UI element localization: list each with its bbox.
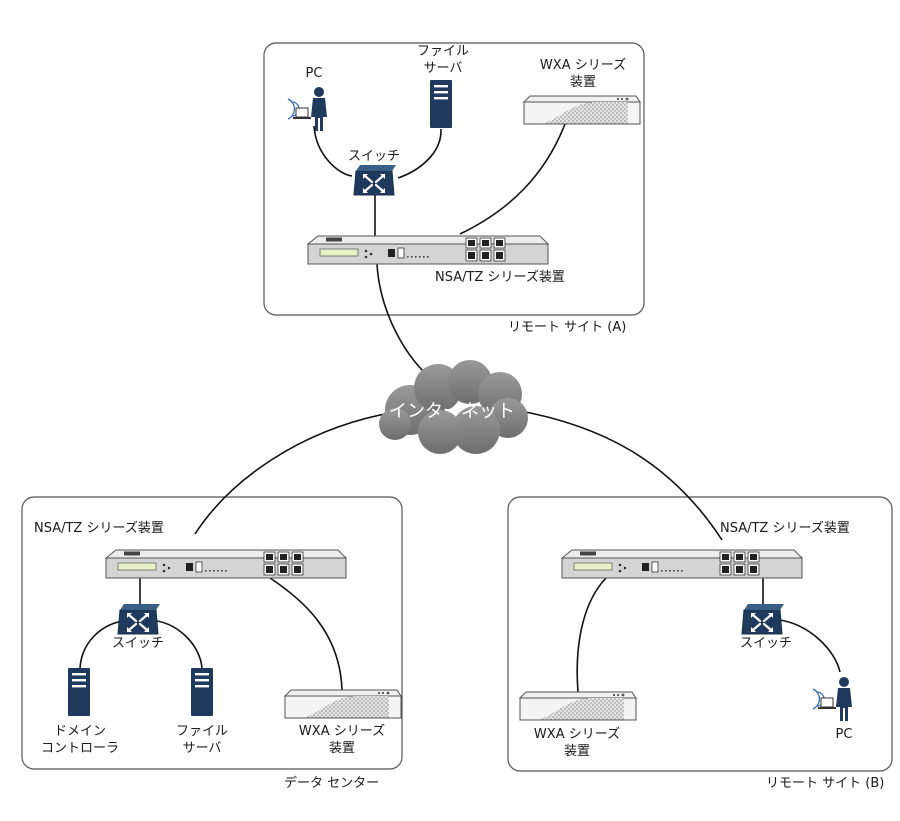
site-b-wxa-label-2: 装置 <box>563 744 591 759</box>
dc-file-server-label-1: ファイル <box>175 724 229 739</box>
site-b-switch-icon <box>740 602 786 636</box>
site-b-box <box>507 496 893 772</box>
site-a-wxa-label-1: WXA シリーズ <box>539 58 627 73</box>
site-b-nsa-appliance-icon <box>561 549 803 579</box>
site-a-nsa-appliance-icon <box>307 235 549 265</box>
dc-nsa-appliance-icon <box>105 549 347 579</box>
site-a-caption: リモート サイト (A) <box>508 320 627 335</box>
link-a-pc-switch <box>313 125 353 177</box>
dc-nsa-label: NSA/TZ シリーズ装置 <box>34 521 164 536</box>
dc-wxa-label-2: 装置 <box>328 741 356 756</box>
site-a-wxa-label-2: 装置 <box>569 75 597 90</box>
site-b-caption: リモート サイト (B) <box>766 776 885 791</box>
site-b-pc-label: PC <box>835 727 853 742</box>
dc-file-server-label-2: サーバ <box>182 741 222 756</box>
connection-lines <box>79 123 841 693</box>
internet-cloud <box>379 360 528 454</box>
site-b-wxa-appliance-icon <box>519 691 637 721</box>
link-b-switch-pc <box>779 619 841 673</box>
link-cloud-datacenter <box>194 412 391 535</box>
site-a-nsa-label: NSA/TZ シリーズ装置 <box>435 270 565 285</box>
dc-switch-label: スイッチ <box>111 636 165 651</box>
link-cloud-siteb <box>514 409 723 541</box>
link-a-nsa-cloud <box>376 263 438 383</box>
link-dc-nsa-wxa <box>269 577 343 691</box>
dc-switch-icon <box>116 602 162 636</box>
site-a-pc-icon <box>287 86 328 132</box>
dc-domain-controller-label-2: コントローラ <box>40 741 120 756</box>
site-a-pc-label: PC <box>305 66 323 81</box>
site-a-switch-label: スイッチ <box>347 149 401 164</box>
internet-label: インターネット <box>389 401 515 422</box>
dc-domain-controller-icon <box>68 668 90 716</box>
site-a-file-server-label-1: ファイル <box>416 44 470 59</box>
dc-caption: データ センター <box>284 776 380 791</box>
site-a-file-server-label-2: サーバ <box>423 61 463 76</box>
site-a-switch-icon <box>352 163 398 197</box>
link-b-nsa-wxa <box>576 577 607 693</box>
dc-domain-controller-label-1: ドメイン <box>53 724 107 739</box>
dc-wxa-label-1: WXA シリーズ <box>298 724 386 739</box>
link-a-server-switch <box>397 128 442 179</box>
dc-file-server-icon <box>191 668 213 716</box>
link-dc-switch-server <box>149 619 203 669</box>
site-b-wxa-label-1: WXA シリーズ <box>533 727 621 742</box>
site-a-wxa-appliance-icon <box>523 95 641 125</box>
site-b-switch-label: スイッチ <box>739 636 793 651</box>
site-b-nsa-label: NSA/TZ シリーズ装置 <box>720 521 850 536</box>
site-b-pc-icon <box>812 676 853 722</box>
dc-wxa-appliance-icon <box>284 689 402 719</box>
site-a-file-server-icon <box>430 80 452 128</box>
site-a-box <box>263 42 645 316</box>
data-center-box <box>21 496 403 770</box>
link-a-wxa-nsa <box>459 123 566 235</box>
